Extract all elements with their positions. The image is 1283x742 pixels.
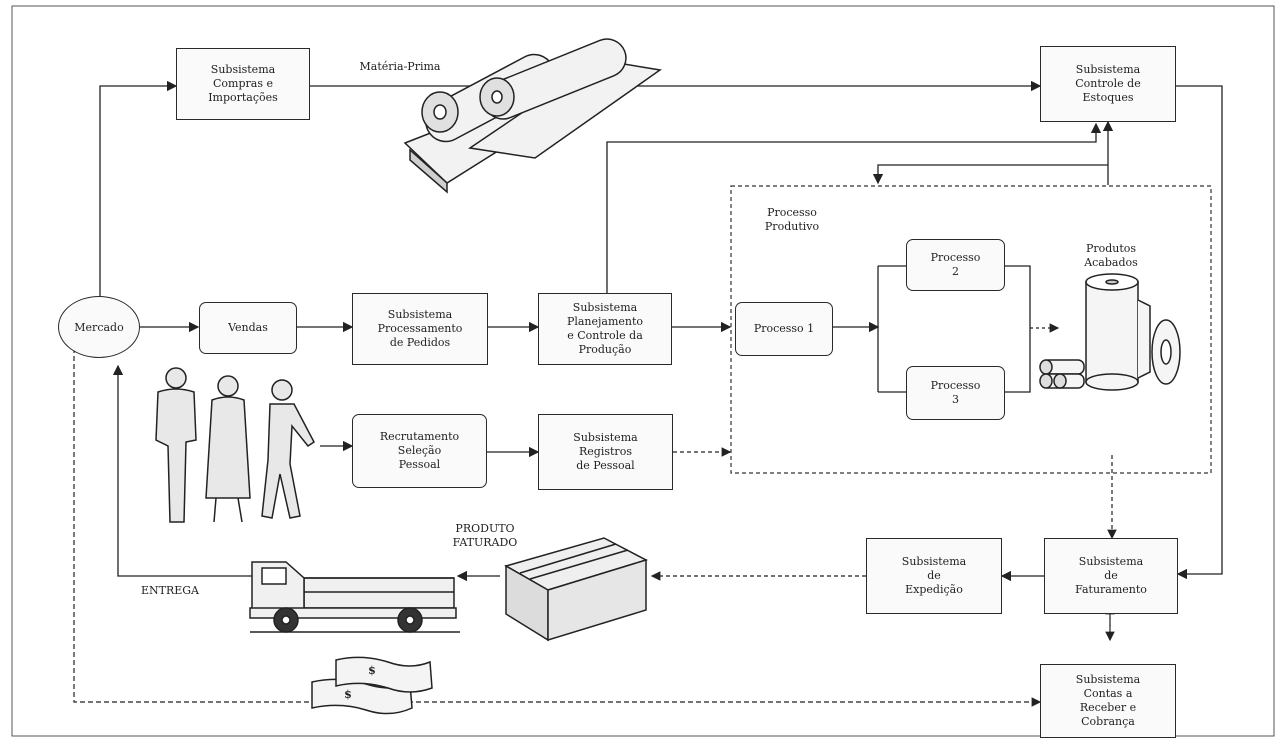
crate-illustration [506,538,646,640]
node-planejamento: Subsistema Planejamento e Controle da Pr… [538,293,672,365]
label-produto-faturado: PRODUTO FATURADO [440,522,530,550]
node-compras: Subsistema Compras e Importações [176,48,310,120]
arrow-estoques-faturamento [1176,86,1222,574]
label-produtos-acabados: Produtos Acabados [1066,242,1156,270]
label-entrega: ENTREGA [130,584,210,598]
node-contas: Subsistema Contas a Receber e Cobrança [1040,664,1176,738]
node-processo3: Processo 3 [906,366,1005,420]
arrow-estoques-processo [878,165,1108,183]
money-symbol-2: $ [338,688,358,702]
label-processo-produtivo: Processo Produtivo [752,206,832,234]
node-processo2: Processo 2 [906,239,1005,291]
label-materia-prima: Matéria-Prima [340,60,460,74]
node-faturamento: Subsistema de Faturamento [1044,538,1178,614]
people-illustration [156,368,314,522]
node-controle-estoques: Subsistema Controle de Estoques [1040,46,1176,122]
node-processamento-pedidos: Subsistema Processamento de Pedidos [352,293,488,365]
arrow-mercado-compras [100,86,176,300]
node-recrutamento: Recrutamento Seleção Pessoal [352,414,487,488]
node-vendas: Vendas [199,302,297,354]
node-registros: Subsistema Registros de Pessoal [538,414,673,490]
arrow-planejamento-estoques [607,124,1096,293]
raw-material-illustration [405,33,660,192]
money-symbol-1: $ [362,664,382,678]
arrow-mercado-contas [74,340,1040,702]
finished-products-illustration [1040,274,1180,390]
node-mercado: Mercado [58,296,140,358]
truck-illustration [250,562,460,632]
node-expedicao: Subsistema de Expedição [866,538,1002,614]
node-processo1: Processo 1 [735,302,833,356]
